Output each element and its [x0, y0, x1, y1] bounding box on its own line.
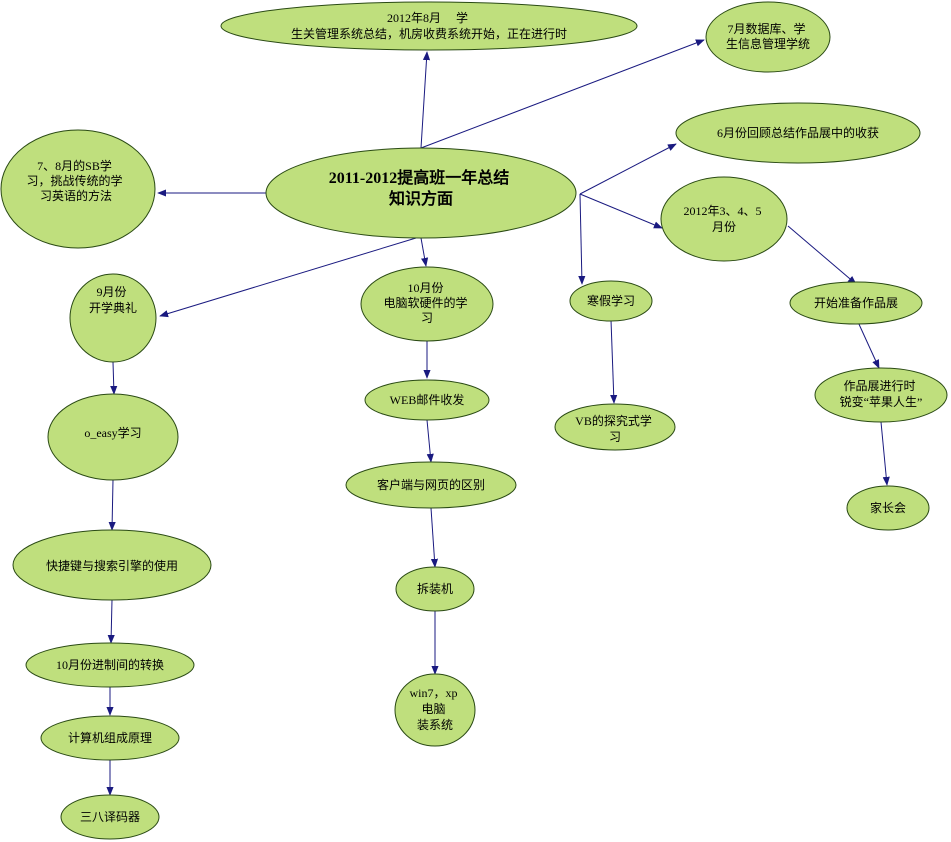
label-expo: 作品展进行时 锐变“苹果人生” — [840, 379, 923, 409]
node-aug2012-ellipse[interactable] — [220, 1, 638, 51]
node-july-aug-sb-ellipse[interactable] — [0, 129, 156, 249]
label-sep: 9月份 开学典礼 — [89, 285, 137, 315]
node-vb-ellipse[interactable] — [554, 403, 676, 451]
node-shortcut-ellipse[interactable] — [12, 529, 212, 601]
node-disassemble-ellipse[interactable] — [395, 566, 475, 612]
node-oct-hw-ellipse[interactable] — [360, 266, 494, 342]
label-parents: 家长会 — [870, 500, 906, 515]
node-center-ellipse[interactable] — [265, 147, 577, 239]
edge-sep-oeasy — [110, 361, 118, 395]
edge-center-oct-hw — [420, 237, 429, 267]
node-expo-ellipse[interactable] — [814, 367, 948, 423]
edge-shortcut-oct-radix — [107, 599, 115, 644]
edge-web-mail-client-web — [426, 419, 434, 463]
edge-center-july-db — [420, 39, 705, 149]
label-aug2012: 2012年8月 学 生关管理系统总结，机房收费系统开始，正在进行时 — [291, 10, 567, 41]
label-web-mail: WEB邮件收发 — [390, 392, 465, 407]
edge-winter-vb — [610, 319, 618, 404]
edge-prep-expo-expo — [857, 321, 880, 369]
edge-client-web-disassemble — [430, 507, 439, 568]
label-oct-radix: 10月份进制间的转换 — [56, 657, 164, 672]
node-prep-expo-ellipse[interactable] — [789, 281, 923, 325]
label-disassemble: 拆装机 — [417, 581, 453, 596]
edge-center-sep — [159, 237, 417, 318]
edge-hub-mar-may — [579, 193, 663, 229]
label-july-aug-sb: 7、8月的SB学 习，挑战传统的学 习英语的方法 — [26, 158, 125, 203]
edge-hub-winter — [578, 193, 586, 285]
node-winter-ellipse[interactable] — [569, 280, 653, 322]
connectors — [106, 39, 890, 796]
label-prep-expo: 开始准备作品展 — [814, 296, 898, 310]
node-oeasy-ellipse[interactable] — [47, 393, 179, 481]
label-june: 6月份回顾总结作品展中的收获 — [717, 125, 879, 140]
label-vb: VB的探究式学 习 — [575, 413, 655, 444]
edge-mar-may-prep-expo — [787, 225, 857, 285]
label-client-web: 客户端与网页的区别 — [377, 477, 485, 492]
node-oct-radix-ellipse[interactable] — [25, 642, 195, 688]
node-client-web-ellipse[interactable] — [345, 461, 517, 509]
node-win7-ellipse[interactable] — [394, 673, 476, 747]
node-web-mail-ellipse[interactable] — [364, 379, 490, 421]
node-july-db-ellipse[interactable] — [705, 1, 831, 73]
label-july-db: 7月数据库、学 生信息管理学统 — [726, 21, 810, 51]
labels: 2011-2012提高班一年总结 知识方面 2012年8月 学 生关管理系统总结… — [26, 10, 922, 824]
label-arch: 计算机组成原理 — [68, 730, 152, 745]
node-arch-ellipse[interactable] — [40, 715, 180, 761]
edge-center-aug2012 — [420, 51, 431, 149]
node-june-ellipse[interactable] — [675, 102, 921, 164]
node-decoder-ellipse[interactable] — [60, 794, 160, 840]
label-mar-may: 2012年3、4、5 月份 — [683, 204, 764, 234]
edge-oeasy-shortcut — [108, 479, 116, 531]
label-shortcut: 快捷键与搜索引擎的使用 — [46, 558, 178, 573]
label-oct-hw: 10月份 电脑软硬件的学 习 — [383, 281, 470, 325]
node-parents-ellipse[interactable] — [846, 485, 930, 531]
label-decoder: 三八译码器 — [80, 810, 140, 824]
edge-hub-june — [579, 143, 677, 195]
edge-expo-parents — [880, 421, 890, 486]
node-mar-may-ellipse[interactable] — [660, 176, 788, 262]
label-center: 2011-2012提高班一年总结 知识方面 — [329, 168, 513, 208]
label-oeasy: o_easy学习 — [84, 425, 141, 440]
node-sep-ellipse[interactable] — [69, 273, 157, 363]
label-win7: win7，xp 电脑 装系统 — [409, 686, 460, 732]
label-winter: 寒假学习 — [587, 293, 635, 308]
